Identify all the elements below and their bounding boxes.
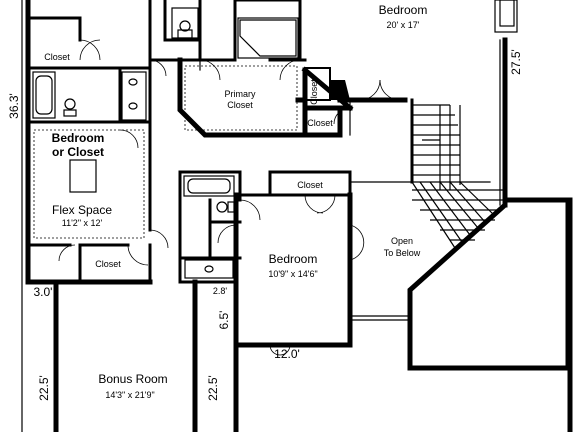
dim-6-5: 6.5' [217,311,231,330]
bedroom-mid-name: Bedroom [269,252,318,266]
dimension-labels: 36.3' 27.5' 3.0' 2.8' 6.5' 12.0' 22.5' 2… [7,49,523,401]
closet-a-label: Closet [44,52,70,62]
toilet-center [216,201,228,213]
primary-closet-line1: Primary [225,89,256,99]
bedroom-or-closet-line1: Bedroom [52,131,105,145]
doors [58,39,401,356]
dim-2-8: 2.8' [213,286,228,296]
closet-c-label: Closet [309,79,319,105]
bedroom-mid-size: 10'9" x 14'6" [268,269,317,279]
vanity-top [171,7,199,39]
flex-ceiling-inset [69,159,97,193]
closet-b-label: Closet [307,118,333,128]
bathtub-left [32,71,56,119]
bonus-room-size: 14'3" x 21'9" [105,390,154,400]
dim-36-3: 36.3' [7,93,21,119]
dim-27-5: 27.5' [509,49,523,75]
closet-e-label: Closet [95,259,121,269]
primary-closet-line2: Closet [227,100,253,110]
primary-closet-outline [184,65,298,131]
dim-3-0: 3.0' [34,285,53,299]
closet-d-label: Closet [297,180,323,190]
open-below-line2: To Below [384,248,421,258]
flex-space-name: Flex Space [52,203,112,217]
dim-22-5-right: 22.5' [206,375,220,401]
bedroom-top-name: Bedroom [379,3,428,17]
fireplace [494,0,518,33]
fixtures [32,0,518,279]
bedroom-top-size: 20' x 17' [387,20,420,30]
bonus-room-name: Bonus Room [98,372,167,386]
vanity-left [121,71,147,121]
toilet-left [64,98,76,110]
flex-ceiling-outline [33,129,145,239]
bathtub-center [183,175,235,197]
open-below-line1: Open [391,236,413,246]
room-labels: Bedroom 20' x 17' Primary Closet Closet … [44,3,427,400]
walls [21,0,573,432]
vanity-center [184,259,234,279]
dim-22-5-left: 22.5' [37,375,51,401]
dim-12-0: 12.0' [274,347,300,361]
staircase [410,98,505,249]
bedroom-or-closet-line2: or Closet [52,145,104,159]
toilet-top [179,20,191,32]
flex-space-size: 11'2" x 12' [62,218,103,228]
shower [237,17,299,59]
